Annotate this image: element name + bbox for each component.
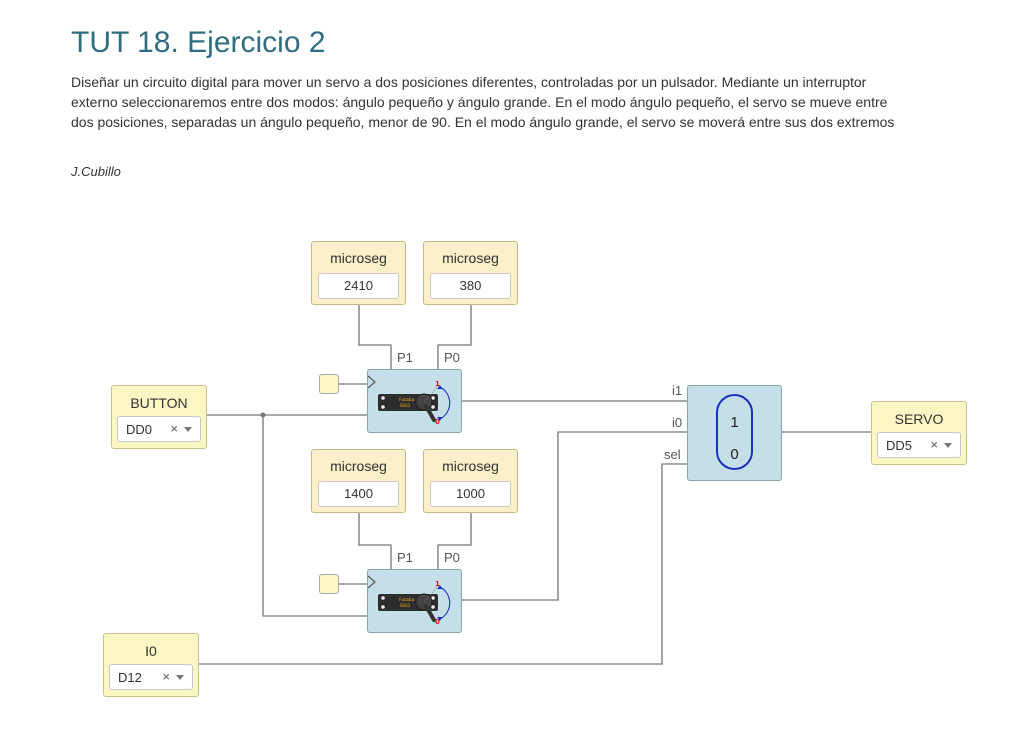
mux-bottom-value: 0 bbox=[730, 446, 739, 463]
svg-text:0: 0 bbox=[435, 618, 440, 626]
constant-block-2410[interactable]: microseg 2410 bbox=[311, 241, 406, 305]
wire-const-380-p0 bbox=[437, 304, 472, 370]
constant-block-380[interactable]: microseg 380 bbox=[423, 241, 518, 305]
description: Diseñar un circuito digital para mover u… bbox=[71, 74, 895, 130]
mini-input[interactable] bbox=[319, 374, 339, 394]
chevron-down-icon[interactable] bbox=[944, 443, 952, 448]
mux-port-sel: sel bbox=[664, 447, 681, 462]
servo-block-2[interactable]: Futaba S003 1 0 bbox=[367, 569, 462, 633]
constant-block-1400[interactable]: microseg 1400 bbox=[311, 449, 406, 513]
constant-label: microseg bbox=[442, 250, 499, 266]
multiplexer-block[interactable]: 1 0 bbox=[687, 385, 782, 481]
clear-icon[interactable]: × bbox=[162, 669, 170, 684]
clear-icon[interactable]: × bbox=[930, 437, 938, 452]
servo-model-text: S003 bbox=[400, 403, 411, 408]
author: J.Cubillo bbox=[71, 164, 121, 179]
chevron-down-icon[interactable] bbox=[176, 675, 184, 680]
chevron-down-icon[interactable] bbox=[184, 427, 192, 432]
svg-text:1: 1 bbox=[435, 380, 440, 388]
wire-const-1400-p1 bbox=[358, 512, 392, 570]
port-label-p1: P1 bbox=[397, 350, 413, 365]
pin-select[interactable]: D12 × bbox=[109, 664, 193, 690]
constant-block-1000[interactable]: microseg 1000 bbox=[423, 449, 518, 513]
wire-junction bbox=[260, 412, 266, 418]
input-block-button[interactable]: BUTTON DD0 × bbox=[111, 385, 207, 449]
constant-value-input[interactable]: 1400 bbox=[318, 481, 399, 507]
servo-icon: Futaba S003 1 0 bbox=[367, 575, 451, 626]
output-block-servo[interactable]: SERVO DD5 × bbox=[871, 401, 967, 465]
wire-i0-mux-sel bbox=[198, 463, 688, 665]
input-label: BUTTON bbox=[130, 395, 188, 411]
pin-value: D12 bbox=[118, 670, 142, 685]
constant-label: microseg bbox=[442, 458, 499, 474]
clear-icon[interactable]: × bbox=[170, 421, 178, 436]
wire-const-1000-p0 bbox=[437, 512, 472, 570]
constant-label: microseg bbox=[330, 458, 387, 474]
constant-value-input[interactable]: 1000 bbox=[430, 481, 511, 507]
port-label-p0: P0 bbox=[444, 350, 460, 365]
input-block-i0[interactable]: I0 D12 × bbox=[103, 633, 199, 697]
port-label-p1: P1 bbox=[397, 550, 413, 565]
svg-text:1: 1 bbox=[435, 580, 440, 588]
wire-button-servo2 bbox=[262, 415, 368, 617]
wire-servo2-mux-i0 bbox=[462, 431, 688, 601]
constant-value-input[interactable]: 380 bbox=[430, 273, 511, 299]
constant-label: microseg bbox=[330, 250, 387, 266]
pin-value: DD5 bbox=[886, 438, 913, 453]
mux-port-i0: i0 bbox=[672, 415, 683, 430]
pin-select[interactable]: DD5 × bbox=[877, 432, 961, 458]
page-title: TUT 18. Ejercicio 2 bbox=[71, 26, 326, 59]
input-label: I0 bbox=[145, 643, 157, 659]
port-label-p0: P0 bbox=[444, 550, 460, 565]
servo-model-text: S003 bbox=[400, 603, 411, 608]
mux-top-value: 1 bbox=[730, 414, 739, 431]
pin-select[interactable]: DD0 × bbox=[117, 416, 201, 442]
output-label: SERVO bbox=[894, 411, 944, 427]
mux-selector-oval: 1 0 bbox=[716, 394, 753, 470]
servo-brand-text: Futaba bbox=[399, 597, 415, 603]
mux-port-i1: i1 bbox=[672, 383, 683, 398]
servo-icon: Futaba S003 1 0 bbox=[367, 375, 451, 426]
wire-const-2410-p1 bbox=[358, 304, 392, 370]
mini-input[interactable] bbox=[319, 574, 339, 594]
pin-value: DD0 bbox=[126, 422, 153, 437]
svg-text:0: 0 bbox=[435, 418, 440, 426]
servo-brand-text: Futaba bbox=[399, 397, 415, 403]
servo-block-1[interactable]: Futaba S003 1 0 bbox=[367, 369, 462, 433]
constant-value-input[interactable]: 2410 bbox=[318, 273, 399, 299]
